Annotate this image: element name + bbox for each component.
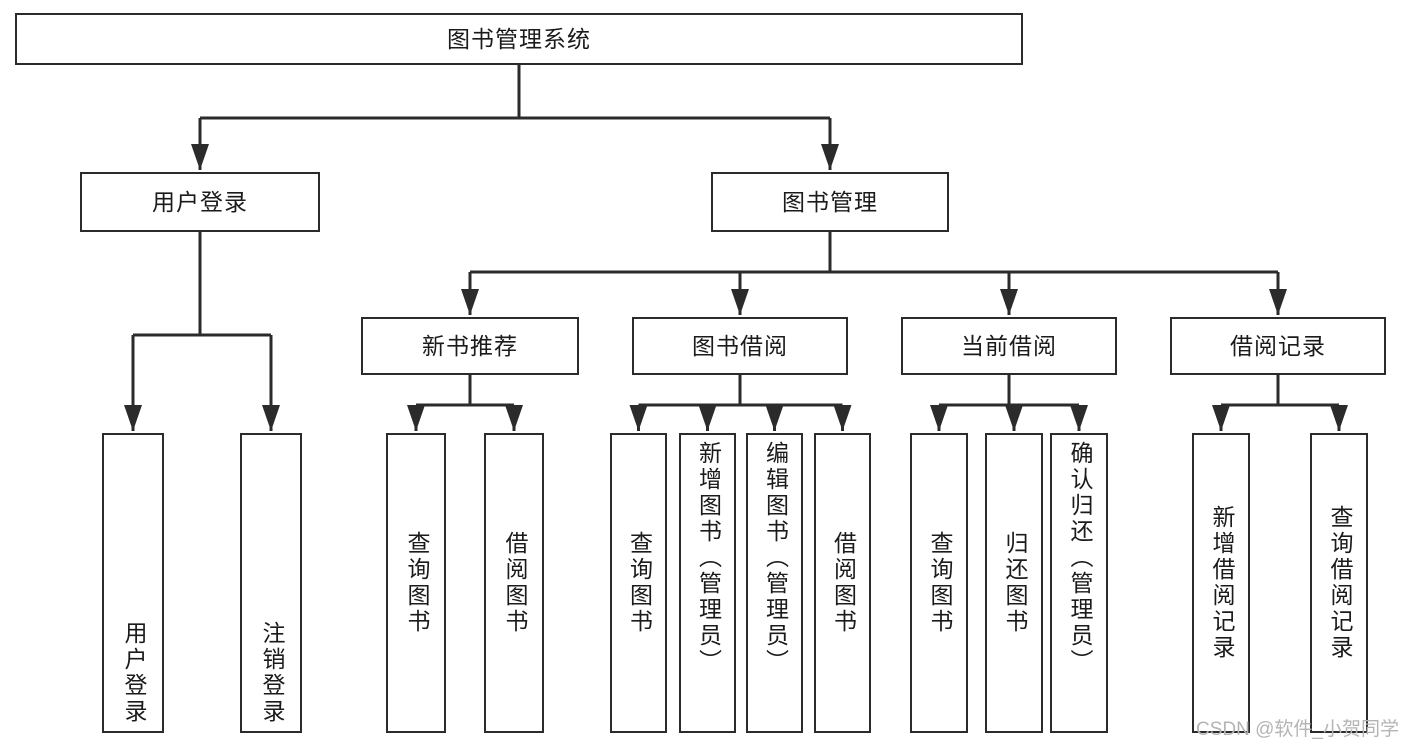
node-newbook[interactable]: 新书推荐 — [361, 317, 579, 375]
node-current[interactable]: 当前借阅 — [901, 317, 1117, 375]
node-label-l-addrec: 新增借阅记录 — [1208, 505, 1235, 661]
node-label-l-logout: 注销登录 — [258, 621, 285, 725]
node-label-l-return: 归还图书 — [1001, 531, 1028, 635]
node-l-queryrec[interactable]: 查询借阅记录 — [1310, 433, 1368, 733]
node-l-login[interactable]: 用户登录 — [102, 433, 164, 733]
node-l-query1[interactable]: 查询图书 — [386, 433, 446, 733]
node-records[interactable]: 借阅记录 — [1170, 317, 1386, 375]
node-root[interactable]: 图书管理系统 — [15, 13, 1023, 65]
node-label-bookmgmt: 图书管理 — [782, 188, 878, 215]
node-label-newbook: 新书推荐 — [422, 332, 518, 359]
node-label-l-editbook: 编辑图书（管理员） — [762, 441, 789, 675]
node-l-borrow1[interactable]: 借阅图书 — [484, 433, 544, 733]
node-l-query2[interactable]: 查询图书 — [610, 433, 667, 733]
node-label-login: 用户登录 — [152, 188, 248, 215]
watermark-csdn: CSDN @软件_小贺同学 — [1196, 719, 1399, 740]
node-l-addrec[interactable]: 新增借阅记录 — [1192, 433, 1250, 733]
node-l-logout[interactable]: 注销登录 — [240, 433, 302, 733]
node-label-l-query2: 查询图书 — [626, 531, 653, 635]
node-borrow[interactable]: 图书借阅 — [632, 317, 848, 375]
node-l-addbook[interactable]: 新增图书（管理员） — [679, 433, 736, 733]
node-label-l-queryrec: 查询借阅记录 — [1326, 505, 1353, 661]
node-label-records: 借阅记录 — [1230, 332, 1326, 359]
node-bookmgmt[interactable]: 图书管理 — [711, 172, 949, 232]
node-label-l-query1: 查询图书 — [403, 531, 430, 635]
node-l-borrow2[interactable]: 借阅图书 — [814, 433, 871, 733]
node-l-confirm[interactable]: 确认归还（管理员） — [1050, 433, 1108, 733]
node-label-l-addbook: 新增图书（管理员） — [695, 441, 722, 675]
node-l-return[interactable]: 归还图书 — [985, 433, 1043, 733]
node-label-l-login: 用户登录 — [120, 621, 147, 725]
node-login[interactable]: 用户登录 — [80, 172, 320, 232]
node-label-l-confirm: 确认归还（管理员） — [1066, 441, 1093, 675]
node-l-query3[interactable]: 查询图书 — [910, 433, 968, 733]
node-label-l-borrow1: 借阅图书 — [501, 531, 528, 635]
node-label-l-query3: 查询图书 — [926, 531, 953, 635]
node-label-root: 图书管理系统 — [447, 25, 591, 52]
node-label-borrow: 图书借阅 — [692, 332, 788, 359]
node-label-current: 当前借阅 — [961, 332, 1057, 359]
node-l-editbook[interactable]: 编辑图书（管理员） — [746, 433, 803, 733]
node-label-l-borrow2: 借阅图书 — [830, 531, 857, 635]
